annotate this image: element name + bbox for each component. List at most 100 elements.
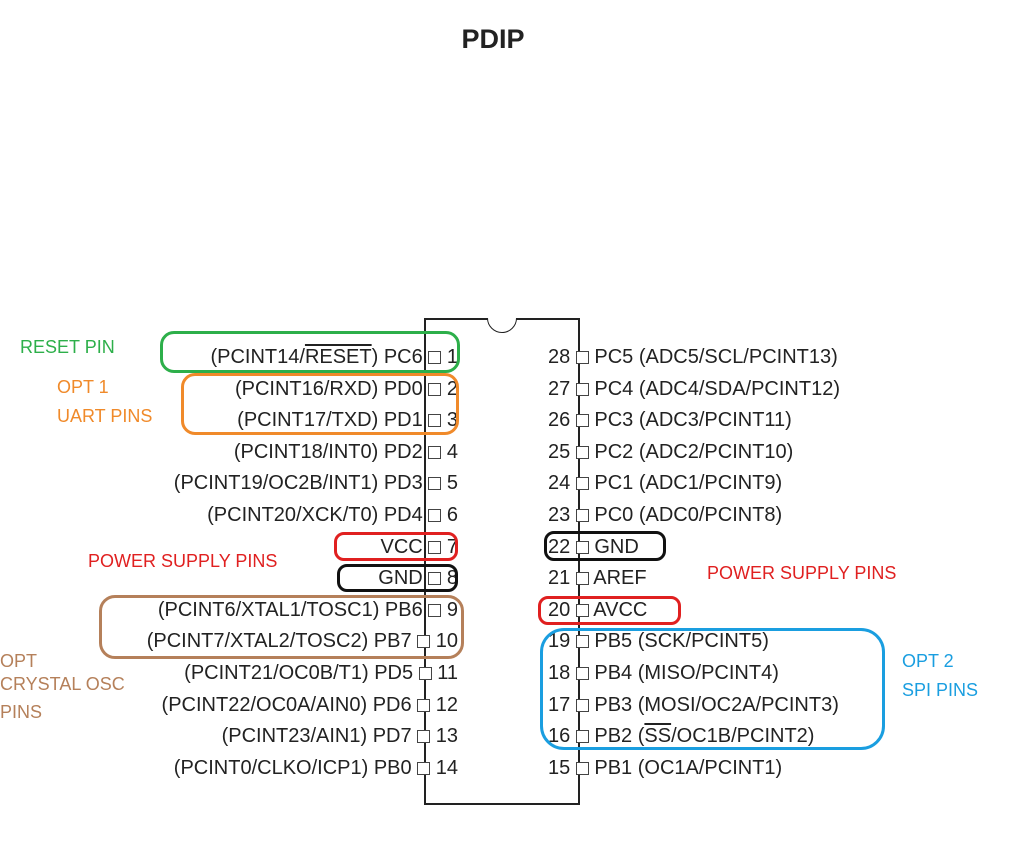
pin-row-left: (PCINT21/OC0B/T1) PD5 11 xyxy=(184,661,458,685)
pin-row-right: 25 PC2 (ADC2/PCINT10) xyxy=(548,440,793,464)
uart-pins-highlight xyxy=(181,373,459,435)
pin-label-text: (PCINT14/ xyxy=(210,346,305,368)
pin-row-left: (PCINT20/XCK/T0) PD4 6 xyxy=(207,503,458,527)
pin-pad-icon xyxy=(575,509,589,522)
pin-label: AREF xyxy=(593,567,646,589)
pin-label: (PCINT22/OC0A/AIN0) PD6 xyxy=(162,694,412,716)
pin-label-overline: SS xyxy=(644,725,672,748)
avcc-pin-highlight xyxy=(538,596,681,625)
pin-label-text: PC2 (ADC2/PCINT10) xyxy=(594,440,794,463)
pin-row-right: 27 PC4 (ADC4/SDA/PCINT12) xyxy=(548,377,840,401)
pin-label-text: (PCINT7/XTAL2/TOSC2) PB7 xyxy=(146,630,412,653)
pin-label-text: VCC xyxy=(380,535,423,558)
pin-label-text: PB2 ( xyxy=(594,725,645,748)
pin-number: 28 xyxy=(548,346,571,368)
pin-number: 8 xyxy=(446,567,458,590)
pin-label-suffix: ) PC6 xyxy=(371,346,423,368)
pin-label: PC3 (ADC3/PCINT11) xyxy=(594,409,791,431)
pin-row-right: 20 AVCC xyxy=(548,598,647,622)
pin-label: PB3 (MOSI/OC2A/PCINT3) xyxy=(594,694,839,716)
pin-number: 1 xyxy=(446,346,458,368)
pin-pad-icon xyxy=(428,445,442,459)
pin-pad-icon xyxy=(575,635,589,649)
pin-row-left: GND 8 xyxy=(378,566,458,590)
diagram-title: PDIP xyxy=(461,24,525,54)
pin-number: 18 xyxy=(548,662,571,684)
pin-label-text: PB5 (SCK/PCINT5) xyxy=(594,630,769,653)
pin-label-text: GND xyxy=(378,567,423,590)
pin-label-text: (PCINT17/TXD) PD1 xyxy=(237,409,423,432)
pin-pad-icon xyxy=(428,382,442,396)
pin-label: PC2 (ADC2/PCINT10) xyxy=(594,441,793,463)
pin-pad-icon xyxy=(417,635,431,649)
pin-pad-icon xyxy=(575,414,589,428)
crystal-note-line2: CRYSTAL OSC xyxy=(0,674,125,694)
pin-pad-icon xyxy=(575,445,589,459)
pin-number: 21 xyxy=(548,567,571,590)
pin-number: 27 xyxy=(548,377,571,400)
spi-note-line1: OPT 2 xyxy=(902,651,954,671)
pin-label: (PCINT21/OC0B/T1) PD5 xyxy=(184,662,413,684)
pin-pad-icon xyxy=(428,351,442,364)
pin-label-text: (PCINT16/RXD) PD0 xyxy=(234,377,423,400)
pin-pad-icon xyxy=(575,382,589,396)
pin-label-text: AVCC xyxy=(593,598,648,621)
pin-label-text: PB4 (MISO/PCINT4) xyxy=(594,662,779,684)
pin-label-text: (PCINT21/OC0B/T1) PD5 xyxy=(184,662,414,684)
pin-label: AVCC xyxy=(593,599,647,621)
pin-row-right: 28 PC5 (ADC5/SCL/PCINT13) xyxy=(548,345,838,369)
pin-label: (PCINT14/RESET) PC6 xyxy=(210,346,422,368)
pin-number: 17 xyxy=(548,693,571,716)
pin-pad-icon xyxy=(428,477,442,491)
pin-number: 26 xyxy=(548,409,571,432)
pin-label: (PCINT6/XTAL1/TOSC1) PB6 xyxy=(158,599,423,621)
pin-label-text: (PCINT6/XTAL1/TOSC1) PB6 xyxy=(157,598,423,621)
pin-number: 20 xyxy=(548,598,571,621)
pin-label: GND xyxy=(594,536,638,558)
pin-label: PB2 (SS/OC1B/PCINT2) xyxy=(594,725,814,747)
pin-pad-icon xyxy=(575,540,589,554)
pin-row-right: 26 PC3 (ADC3/PCINT11) xyxy=(548,408,792,432)
reset-pin-note: RESET PIN xyxy=(20,337,115,357)
pin-pad-icon xyxy=(575,761,589,775)
power-right-note: POWER SUPPLY PINS xyxy=(707,563,897,583)
pin-pad-icon xyxy=(417,698,431,712)
pin-label: PC4 (ADC4/SDA/PCINT12) xyxy=(594,378,840,400)
pin-pad-icon xyxy=(428,572,442,586)
pin-label-text: (PCINT0/CLKO/ICP1) PB0 xyxy=(173,756,412,779)
crystal-note-line3: PINS xyxy=(0,702,43,722)
pin-label: PC0 (ADC0/PCINT8) xyxy=(594,504,782,526)
pin-number: 3 xyxy=(446,409,458,432)
pin-label-text: (PCINT23/AIN1) PD7 xyxy=(221,725,412,748)
pin-pad-icon xyxy=(575,698,589,712)
pin-number: 23 xyxy=(548,504,571,526)
pin-pad-icon xyxy=(428,540,442,554)
pin-number: 13 xyxy=(435,725,458,748)
pin-label: (PCINT23/AIN1) PD7 xyxy=(222,725,412,747)
uart-note-line1: OPT 1 xyxy=(57,377,109,397)
pin-row-left: (PCINT14/RESET) PC6 1 xyxy=(210,345,458,369)
pin-label: (PCINT16/RXD) PD0 xyxy=(235,378,423,400)
pin-number: 5 xyxy=(446,472,458,495)
spi-pins-highlight xyxy=(540,628,885,750)
crystal-pins-highlight xyxy=(99,595,464,659)
chip-notch xyxy=(487,318,517,333)
pin-label: VCC xyxy=(381,536,423,558)
pin-label: (PCINT18/INT0) PD2 xyxy=(234,441,423,463)
gnd-right-highlight xyxy=(544,531,666,561)
pin-number: 2 xyxy=(446,377,458,400)
pin-label: PC1 (ADC1/PCINT9) xyxy=(594,472,782,494)
pin-number: 14 xyxy=(435,756,458,779)
pin-label-text: PC1 (ADC1/PCINT9) xyxy=(594,472,783,495)
pin-row-left: (PCINT17/TXD) PD1 3 xyxy=(237,408,458,432)
pin-pad-icon xyxy=(417,730,431,744)
pin-label-text: PC3 (ADC3/PCINT11) xyxy=(594,409,792,432)
pin-pad-icon xyxy=(428,509,442,522)
pin-pad-icon xyxy=(575,730,589,744)
pin-row-right: 17 PB3 (MOSI/OC2A/PCINT3) xyxy=(548,693,839,717)
pin-label-text: PB1 (OC1A/PCINT1) xyxy=(594,756,783,779)
pin-label: (PCINT0/CLKO/ICP1) PB0 xyxy=(174,757,412,779)
pin-row-left: (PCINT18/INT0) PD2 4 xyxy=(234,440,458,464)
reset-pin-highlight xyxy=(160,331,460,373)
pin-label: PB5 (SCK/PCINT5) xyxy=(594,630,768,652)
